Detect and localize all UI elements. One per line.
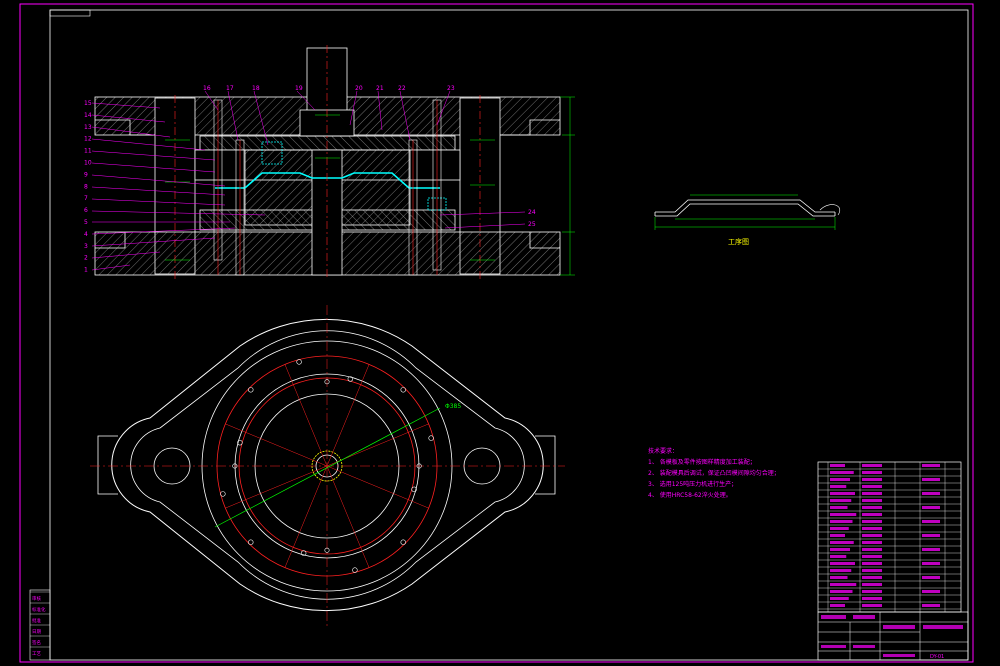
bolt-left [213,99,223,261]
tech-req-1: 1、 各模板及零件按图样精度加工装配； [648,459,756,466]
part-number: 16 [203,85,211,92]
top-part-numbers: 16 17 18 19 20 21 22 23 [203,85,455,92]
part-number: 6 [84,207,88,214]
part-number: 9 [84,171,88,178]
part-number: 21 [376,85,384,92]
tech-req-2: 2、 装配模具后调试，保证凸凹模间隙均匀合理； [648,470,780,477]
stamp-label: 审核 [32,595,41,602]
bolt-hole [347,376,354,382]
bolt-hole [237,439,243,446]
bolt-hole [400,539,406,545]
part-number: 13 [84,124,92,131]
bolt-mid-right [408,139,418,276]
workpiece-profile-inner [655,203,835,217]
right-step [500,119,560,136]
bolt-hole [248,387,254,393]
bill-of-materials [817,461,962,613]
part-number: 2 [84,255,88,262]
part-number: 22 [398,85,406,92]
right-part-numbers: 24 25 [528,209,536,228]
left-part-numbers: 15 14 13 12 11 10 9 8 7 6 5 4 3 2 1 [84,100,92,274]
outer-frame [19,3,974,663]
stamp-label: 日期 [32,629,41,635]
right-slot [535,435,556,495]
workpiece-view [654,194,840,230]
drawing-number: DY-01 [930,654,944,660]
part-number: 24 [528,209,536,216]
left-step [95,119,155,136]
part-number: 5 [84,219,88,226]
bolt-hole [300,550,307,556]
part-number: 12 [84,136,92,143]
bolt-hole [416,463,422,469]
title-block: DY-01 [817,611,969,661]
bolt-hole [232,463,238,469]
bolt-hole [400,387,406,393]
inner-frame [49,9,969,661]
part-number: 15 [84,100,92,107]
bolt-hole [352,567,358,573]
left-slot [97,435,118,495]
part-number: 19 [295,85,303,92]
part-number: 18 [252,85,260,92]
bolt-hole [248,539,254,545]
right-lower-step [529,232,560,249]
workpiece-label: 工序图 [728,238,749,246]
part-number: 8 [84,183,88,190]
part-number: 23 [447,85,455,92]
part-number: 25 [528,221,536,228]
bolt-hole [324,547,330,553]
bolt-mid-left [235,139,245,276]
part-number: 20 [355,85,363,92]
bolt-hole [428,435,434,441]
part-number: 10 [84,160,92,167]
part-number: 3 [84,243,88,250]
diameter-label: Φ385 [445,403,461,410]
technical-requirements: 技术要求： 1、 各模板及零件按图样精度加工装配； 2、 装配模具后调试，保证凸… [648,446,780,501]
workpiece-profile-outer [655,199,835,213]
part-number: 7 [84,195,88,202]
bolt-hole [324,379,330,385]
part-number: 11 [84,148,92,155]
part-number: 17 [226,85,234,92]
flange-outline [111,318,544,612]
bolt-hole [411,486,417,493]
stamp-label: 工艺 [32,651,41,657]
tech-requirements-title: 技术要求： [648,448,679,455]
part-number: 14 [84,112,92,119]
radial-lines [225,364,429,568]
left-leaders [91,102,266,271]
bolt-holes [220,359,434,573]
flange-inner-outline [130,330,525,600]
frame-corner-box [49,9,91,17]
top-leaders [204,90,526,229]
tech-req-4: 4、 使用HRC58-62淬火处理。 [648,492,732,499]
bolt-hole [296,359,302,365]
radial-centerline [225,423,429,509]
plan-view: Φ385 [90,305,565,628]
part-number: 4 [84,231,88,238]
diameter-leader [214,407,441,528]
bolt-right [432,99,442,271]
bolt-hole [220,491,226,497]
stamp-label: 批准 [32,617,41,624]
elastomer-block [261,141,283,165]
tech-req-3: 3、 选用125吨压力机进行生产； [648,481,738,488]
stamp-label: 标准化 [32,606,46,613]
part-number: 1 [84,267,88,274]
stamp-label: 签名 [32,639,41,646]
left-lower-step [95,232,126,249]
